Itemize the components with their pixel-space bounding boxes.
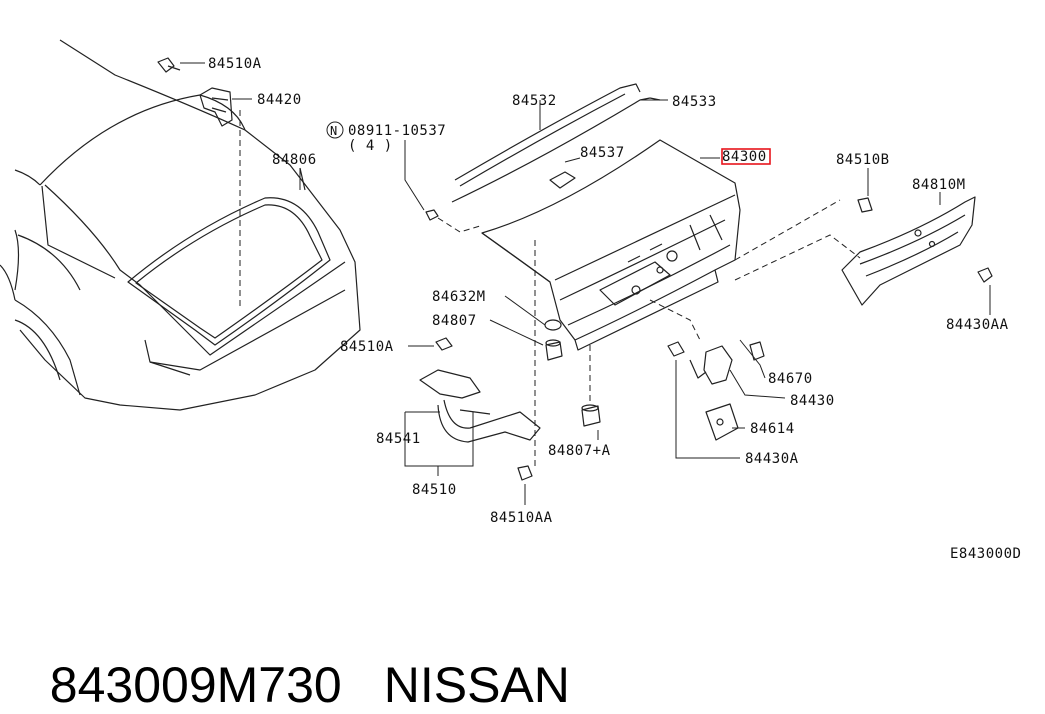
label-84430: 84430: [790, 393, 835, 409]
finisher-drawing: [841, 196, 976, 306]
label-84541: 84541: [376, 431, 421, 447]
leader-lines: [180, 62, 991, 505]
label-84510A-top: 84510A: [208, 56, 262, 72]
label-84807-plus-a: 84807+A: [548, 443, 611, 459]
label-84614: 84614: [750, 421, 795, 437]
hardware-drawing: [157, 57, 993, 481]
diagram-code: E843000D: [950, 546, 1021, 562]
car-body-drawing: [0, 39, 361, 411]
label-84670: 84670: [768, 371, 813, 387]
part-labels: 84510A 84420 84532 84533 N 08911-10537 (…: [208, 56, 1021, 562]
label-84533: 84533: [672, 94, 717, 110]
trunk-lid-drawing: [481, 139, 741, 351]
label-84810M: 84810M: [912, 177, 966, 193]
brand-name: NISSAN: [383, 657, 570, 713]
label-84632M: 84632M: [432, 289, 486, 305]
label-84430AA: 84430AA: [946, 317, 1009, 333]
label-84510A-mid: 84510A: [340, 339, 394, 355]
part-caption: 843009M730 NISSAN: [22, 598, 570, 713]
parts-diagram: 84510A 84420 84532 84533 N 08911-10537 (…: [0, 39, 1021, 562]
label-84430A: 84430A: [745, 451, 799, 467]
highlight-box: [721, 148, 771, 165]
label-n: N: [330, 124, 338, 138]
label-84510AA: 84510AA: [490, 510, 553, 526]
label-84510B: 84510B: [836, 152, 890, 168]
part-number: 843009M730: [49, 657, 342, 713]
label-84806: 84806: [272, 152, 317, 168]
label-84532: 84532: [512, 93, 557, 109]
label-84300: 84300: [722, 149, 767, 165]
label-08911-10537: 08911-10537: [348, 123, 446, 139]
label-qty: ( 4 ): [348, 138, 393, 154]
n-circle-icon: [326, 121, 344, 139]
label-84420: 84420: [257, 92, 302, 108]
label-84537: 84537: [580, 145, 625, 161]
label-84807: 84807: [432, 313, 477, 329]
label-84510: 84510: [412, 482, 457, 498]
